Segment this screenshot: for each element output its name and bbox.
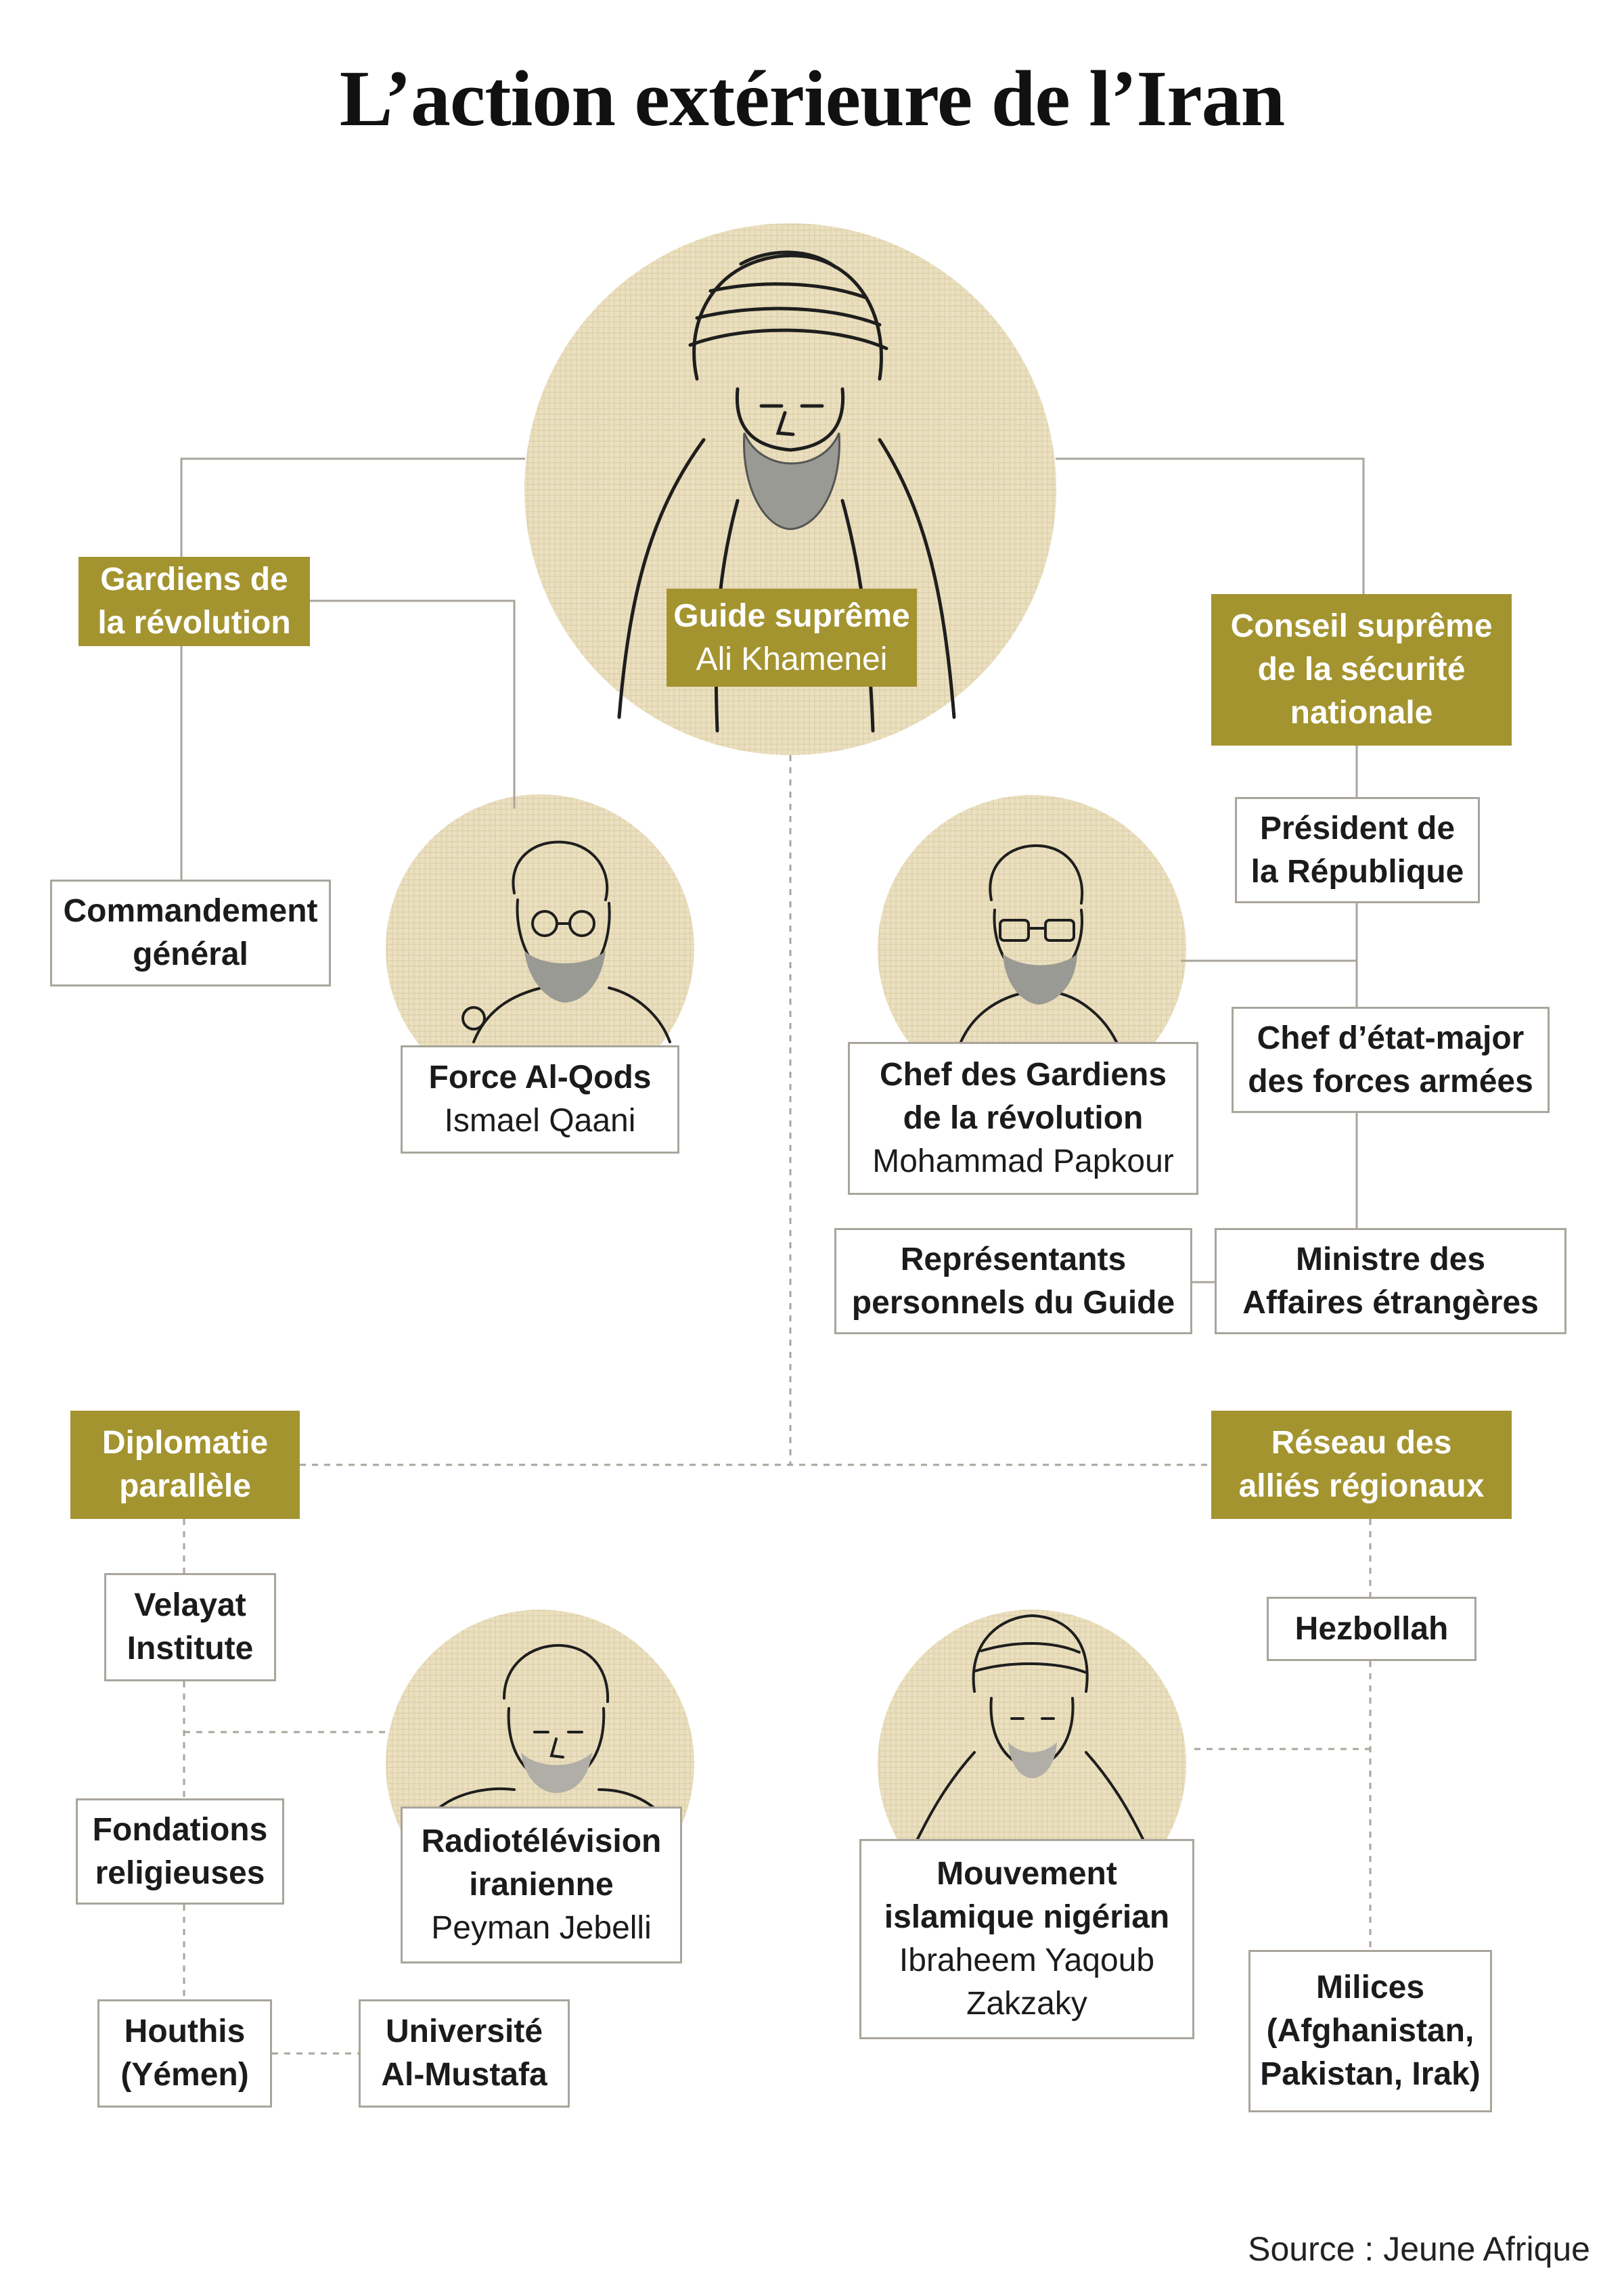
box-title-line: Pakistan, Irak): [1260, 2056, 1481, 2092]
box-title-line: Président de: [1259, 810, 1456, 846]
box-person-name: Ali Khamenei: [696, 641, 888, 677]
box-title-line: Guide suprême: [673, 597, 910, 634]
box-title-line: (Yémen): [120, 2057, 249, 2093]
box-title-line: la révolution: [97, 605, 291, 641]
box-title-line: Conseil suprême: [1230, 608, 1493, 644]
page-title: L’action extérieure de l’Iran: [339, 54, 1286, 143]
box-title-line: Radiotélévision: [421, 1823, 662, 1859]
box-title-line: alliés régionaux: [1238, 1468, 1485, 1504]
box-person-name: Zakzaky: [966, 1986, 1087, 2022]
portrait-circle-khamenei: [524, 223, 1056, 755]
box-title-line: Institute: [127, 1631, 254, 1666]
box-president: Président de la République: [1235, 797, 1480, 903]
box-person-name: Mohammad Papkour: [872, 1143, 1174, 1179]
box-houthis: Houthis (Yémen): [97, 1999, 272, 2108]
box-title-line: Université: [385, 2014, 543, 2049]
source-credit: Source : Jeune Afrique: [1248, 2230, 1590, 2268]
box-person-name: Ibraheem Yaqoub: [899, 1942, 1155, 1978]
solid-connectors: [180, 457, 1365, 1283]
box-conseil: Conseil suprême de la sécurité nationale: [1211, 594, 1512, 746]
box-title-line: parallèle: [119, 1468, 251, 1504]
portrait-circle-papkour: [878, 795, 1186, 1104]
box-title-line: Diplomatie: [102, 1425, 269, 1461]
dashed-connectors: [183, 755, 1372, 2055]
box-milices: Milices (Afghanistan, Pakistan, Irak): [1248, 1950, 1492, 2112]
box-title-line: Velayat: [134, 1587, 246, 1623]
box-title-line: la République: [1250, 853, 1464, 890]
box-diplomatie: Diplomatie parallèle: [70, 1411, 300, 1519]
box-title-line: Mouvement: [937, 1856, 1117, 1892]
papkour-beard-icon: [1003, 954, 1077, 1005]
box-title-line: des forces armées: [1248, 1063, 1533, 1099]
jebelli-beard-icon: [521, 1752, 592, 1793]
box-title-line: Fondations: [92, 1811, 268, 1848]
box-title-line: Hezbollah: [1294, 1610, 1449, 1647]
khamenei-beard-icon: [743, 432, 840, 530]
box-title-line: Chef d’état-major: [1257, 1020, 1525, 1056]
box-chef-etat-major: Chef d’état-major des forces armées: [1232, 1007, 1550, 1113]
box-title-line: Réseau des: [1271, 1425, 1452, 1461]
box-commandement: Commandement général: [50, 880, 331, 986]
box-title-line: islamique nigérian: [884, 1899, 1170, 1935]
box-title-line: (Afghanistan,: [1266, 2013, 1474, 2049]
box-title-line: religieuses: [95, 1855, 265, 1891]
box-title-line: Milices: [1315, 1970, 1425, 2005]
box-title-line: iranienne: [469, 1867, 614, 1903]
box-hezbollah: Hezbollah: [1267, 1597, 1476, 1661]
box-title-line: Affaires étrangères: [1242, 1284, 1539, 1321]
khamenei-portrait-icon: [617, 250, 956, 733]
box-title-line: Al-Mustafa: [381, 2057, 547, 2093]
qaani-portrait-icon: [461, 840, 671, 1043]
zakzaky-beard-icon: [1008, 1742, 1057, 1778]
box-reseau: Réseau des alliés régionaux: [1211, 1411, 1512, 1519]
box-title-line: Commandement: [63, 893, 318, 929]
box-person-name: Ismael Qaani: [444, 1103, 636, 1139]
box-fondations: Fondations religieuses: [76, 1798, 284, 1905]
box-title-line: général: [133, 936, 248, 972]
box-title-line: Force Al-Qods: [428, 1060, 652, 1095]
box-title-line: Chef des Gardiens: [879, 1057, 1167, 1093]
portrait-circle-qaani: [386, 794, 694, 1103]
box-title-line: de la sécurité: [1257, 652, 1466, 687]
box-title-line: nationale: [1290, 695, 1433, 731]
box-title-line: de la révolution: [903, 1100, 1144, 1136]
box-title-line: Ministre des: [1295, 1241, 1486, 1277]
box-gardiens: Gardiens de la révolution: [78, 557, 310, 646]
box-title-line: Représentants: [900, 1241, 1127, 1277]
box-title-line: Houthis: [124, 2014, 246, 2049]
box-person-name: Peyman Jebelli: [431, 1910, 652, 1946]
box-representants: Représentants personnels du Guide: [834, 1228, 1192, 1334]
box-title-line: personnels du Guide: [851, 1284, 1175, 1321]
qaani-beard-icon: [524, 951, 606, 1003]
box-title-line: Gardiens de: [100, 562, 288, 597]
